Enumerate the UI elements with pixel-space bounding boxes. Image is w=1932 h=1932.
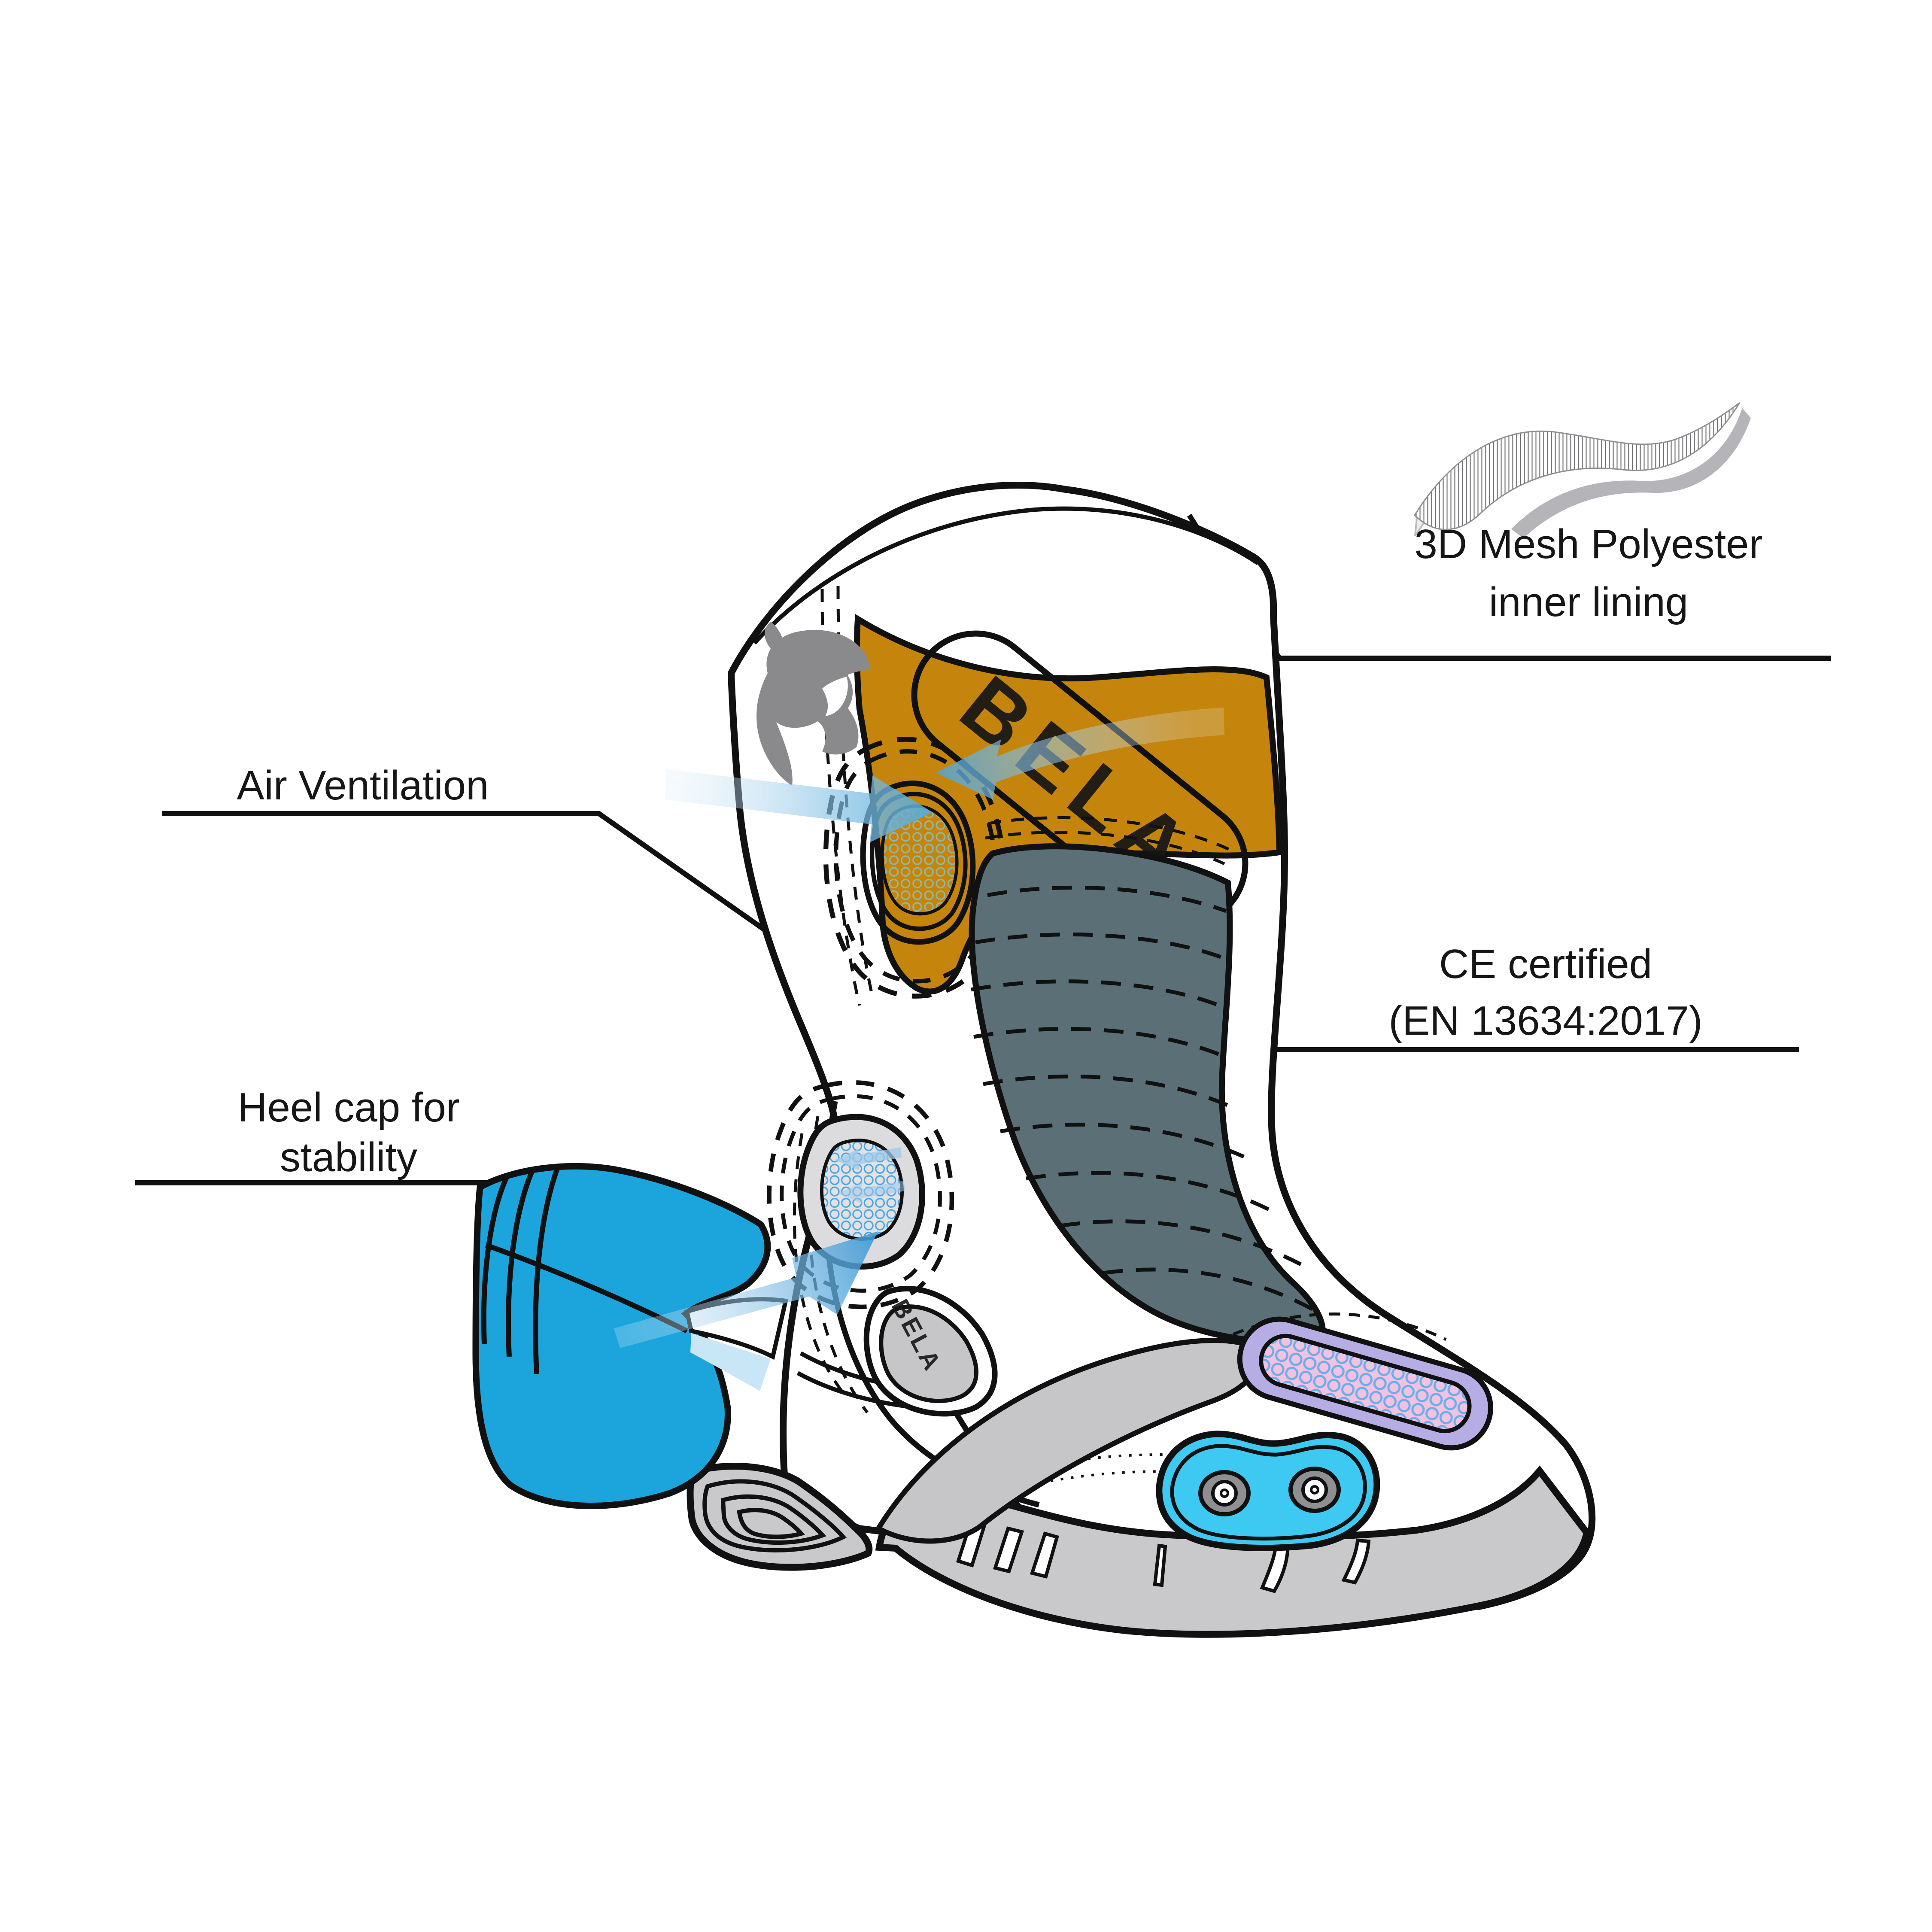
sole-midsole-toe	[875, 1465, 1591, 1638]
ce-label-line1: CE certified	[1439, 941, 1652, 987]
collar-inner-line	[753, 506, 1259, 645]
mesh-swatch-surface	[1414, 402, 1741, 530]
toe-slider	[1156, 1431, 1380, 1551]
mesh-label-line2: inner lining	[1489, 579, 1688, 625]
slider-screw-left	[1198, 1470, 1251, 1516]
heel-label-line2: stability	[280, 1134, 417, 1180]
ce-label-line2: (EN 13634:2017)	[1388, 998, 1702, 1044]
callout-heel: Heel cap for stability	[135, 1084, 613, 1185]
toe-slider-body	[1156, 1431, 1380, 1551]
toe-mesh-panel	[1237, 1316, 1493, 1451]
heel-label-line1: Heel cap for	[237, 1084, 460, 1130]
ribbed-dashed-lines	[971, 885, 1314, 1311]
bear-head	[756, 630, 869, 786]
sole-tread-slashes	[956, 1521, 1371, 1593]
callout-mesh: 3D Mesh Polyester inner lining	[1187, 513, 1831, 661]
stitch-above-ribbed-2	[988, 816, 1230, 851]
mesh-label-line1: 3D Mesh Polyester	[1415, 521, 1763, 567]
toe-mesh-inner	[1259, 1334, 1472, 1434]
toe-slider-inner-line	[1170, 1444, 1367, 1541]
heel-cap-blue-wedge	[690, 1333, 771, 1391]
mesh-swatch-shadow	[1511, 408, 1751, 538]
heel-arrow-small-2	[838, 1181, 905, 1204]
heel-tread-lines	[702, 1479, 847, 1552]
heel-arrow-small-1	[835, 1147, 902, 1170]
slider-screw-right	[1288, 1467, 1341, 1513]
bear-ear	[765, 622, 784, 649]
ankle-triangle-vent	[863, 1286, 998, 1417]
stitch-above-ribbed-1	[985, 831, 1225, 866]
air-arrow-from-logo	[936, 708, 1224, 799]
airflow-arrows	[614, 708, 1224, 1348]
air-arrow-main	[665, 769, 933, 842]
mesh-swatch-icon	[1414, 402, 1751, 538]
bear-mouth	[822, 677, 848, 716]
triangle-vent-inner	[879, 1304, 978, 1403]
heel-arrow-main	[614, 1231, 878, 1348]
bear-logo-icon	[756, 622, 869, 786]
air-label: Air Ventilation	[237, 762, 489, 808]
